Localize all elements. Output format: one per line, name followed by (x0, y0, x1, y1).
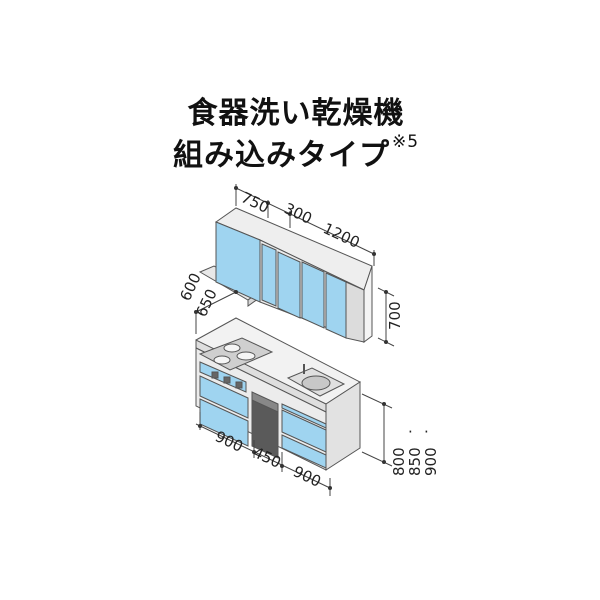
base-drawer-4 (281, 434, 327, 469)
diagram-title-line2: 組み込みタイプ※5 (0, 130, 596, 174)
dim-counter-900: 900 (422, 447, 440, 476)
dim-base-450: 450 (250, 443, 284, 471)
dim-counter-800: 800 (390, 447, 408, 476)
dim-counter-850: 850 (406, 447, 424, 476)
upper-door-4 (301, 261, 325, 329)
base-dimension-lines (195, 291, 393, 496)
base-cabinets (195, 317, 361, 471)
base-drawer-3 (281, 409, 327, 453)
diagram-title-line1: 食器洗い乾燥機 (187, 96, 405, 131)
upper-door-2 (261, 243, 277, 307)
upper-cabinets (198, 207, 373, 343)
title-text: 組み込みタイプ (172, 138, 390, 173)
dim-separator-1: · (408, 423, 413, 441)
upper-door-5 (325, 272, 347, 339)
dim-upper-height: 700 (386, 301, 404, 330)
upper-door-3 (277, 251, 301, 319)
base-drawer-1 (199, 375, 249, 419)
dim-separator-2: · (424, 423, 429, 441)
title-footnote-mark: ※5 (391, 132, 420, 152)
